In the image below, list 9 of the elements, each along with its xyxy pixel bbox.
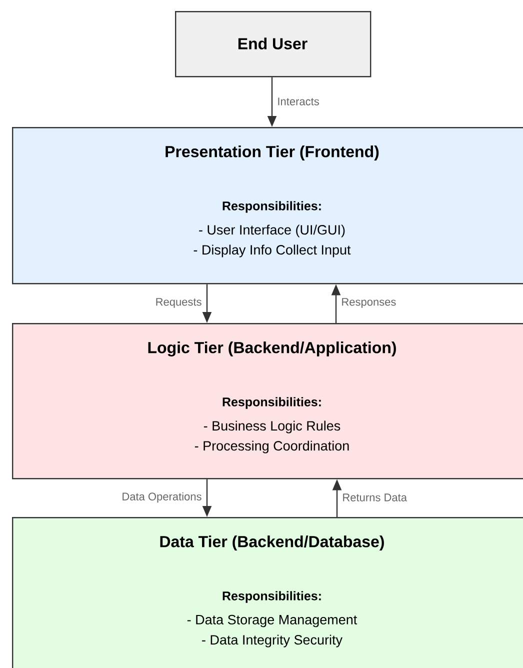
tier-box: End User bbox=[175, 11, 372, 78]
tier-box: Data Tier (Backend/Database) Responsibilities: - Data Storage Management - Data Integrity Security bbox=[12, 517, 523, 668]
edge-label: Interacts bbox=[278, 98, 319, 106]
edge-label: Returns Data bbox=[343, 494, 407, 502]
edge-label: Data Operations bbox=[122, 492, 202, 503]
tier-box: Presentation Tier (Frontend) Responsibilities: - User Interface (UI/GUI) - Display Info Collect Input bbox=[12, 127, 523, 284]
edge-label: Requests bbox=[156, 298, 202, 308]
edge-label: Responses bbox=[342, 298, 396, 308]
tier-box: Logic Tier (Backend/Application) Responsibilities: - Business Logic Rules - Processing Coordination bbox=[12, 323, 523, 480]
